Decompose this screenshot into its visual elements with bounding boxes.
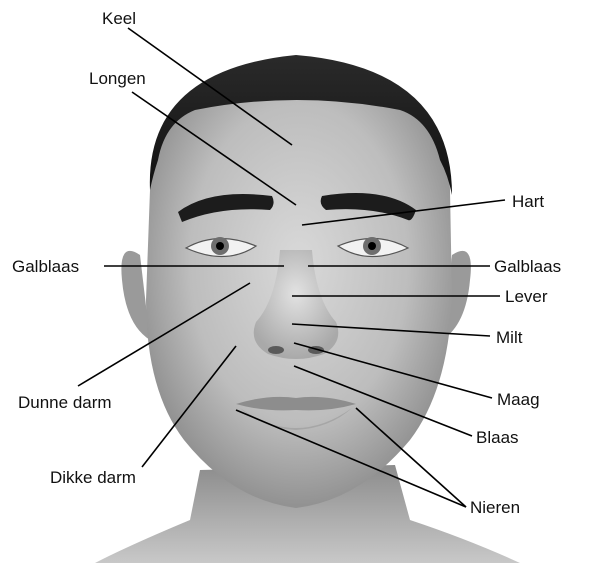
label-longen: Longen [89, 69, 146, 88]
label-nieren: Nieren [470, 498, 520, 517]
label-blaas: Blaas [476, 428, 519, 447]
label-keel: Keel [102, 9, 136, 28]
label-hart: Hart [512, 192, 544, 211]
label-milt: Milt [496, 328, 523, 347]
label-galblaas-right: Galblaas [494, 257, 561, 276]
label-dikke-darm: Dikke darm [50, 468, 136, 487]
label-dunne-darm: Dunne darm [18, 393, 112, 412]
label-galblaas-left: Galblaas [12, 257, 79, 276]
label-maag: Maag [497, 390, 540, 409]
label-lever: Lever [505, 287, 548, 306]
